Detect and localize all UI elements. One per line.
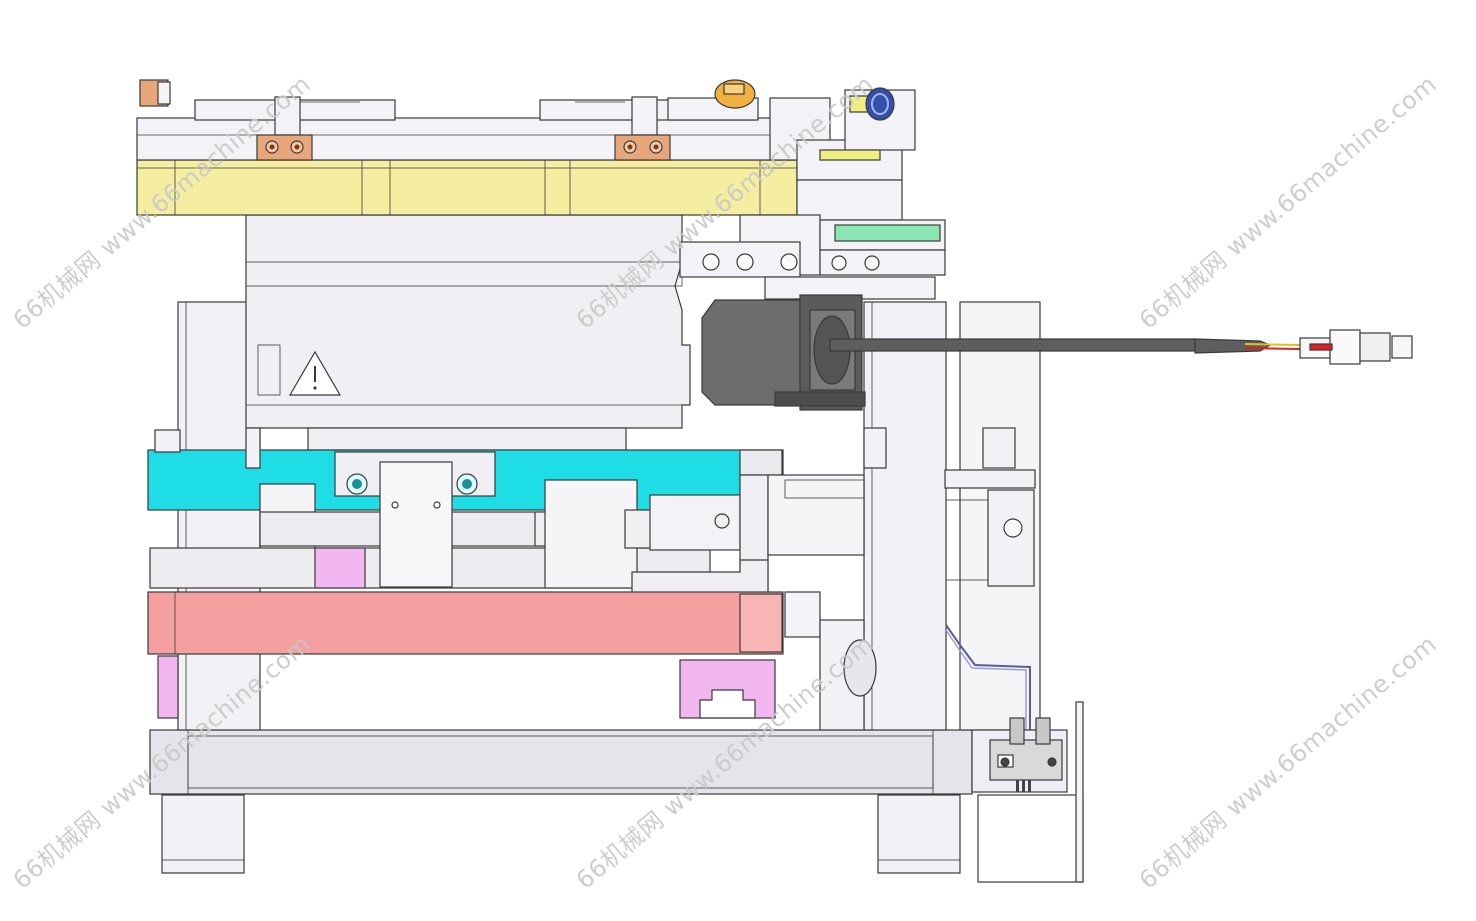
sensor-cable [945, 624, 1031, 735]
linear-module [149, 461, 865, 595]
watermark-text: 66机械网 www.66machine.com [1134, 630, 1442, 895]
lower-bearing [819, 619, 877, 731]
motor-cable [829, 338, 1301, 354]
servo-motor [701, 294, 866, 411]
magenta-rail-block-center [679, 659, 776, 719]
blue-spring-coil [865, 87, 895, 121]
rotary-table-body [245, 214, 691, 451]
right-column [863, 301, 947, 731]
pink-slide-plate [147, 591, 821, 655]
copper-clamp-left [256, 96, 313, 161]
inner-column-tab [245, 427, 261, 469]
copper-corner-block [139, 79, 171, 107]
left-side-tab [154, 429, 181, 453]
watermark-text: 66机械网 www.66machine.com [1134, 70, 1442, 335]
outer-right-column [944, 301, 1041, 731]
warning-triangle-icon [288, 350, 342, 396]
photoelectric-sensor [989, 717, 1063, 792]
right-foot [877, 794, 961, 874]
magenta-rail-block-left [157, 655, 179, 719]
cable-connector [1299, 329, 1413, 365]
left-foot [161, 794, 245, 874]
gold-cam-part [714, 79, 756, 109]
top-yellow-plate [136, 159, 798, 216]
base-beam [149, 729, 973, 795]
copper-clamp-right [614, 96, 671, 161]
right-side-tab [863, 427, 887, 469]
